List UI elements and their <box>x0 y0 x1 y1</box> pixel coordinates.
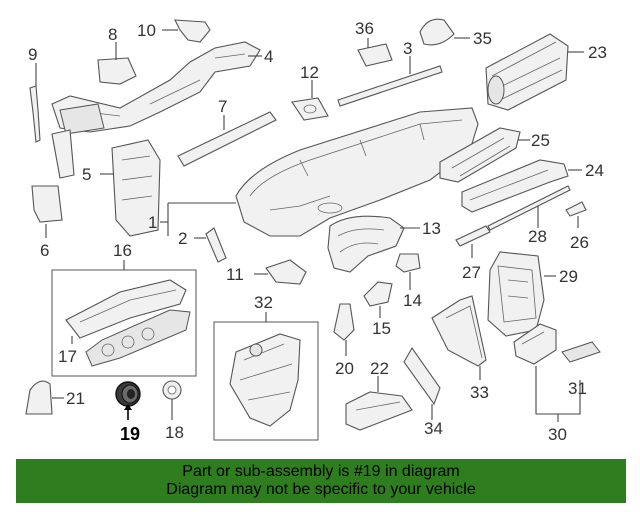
part-6-bracket: 6 <box>31 185 63 260</box>
callout-4: 4 <box>264 47 273 66</box>
part-3-strip: 3 <box>337 39 443 107</box>
callout-7: 7 <box>218 97 227 116</box>
callout-12: 12 <box>300 63 319 82</box>
group-32-box: 32 <box>213 293 319 441</box>
callout-30: 30 <box>548 425 567 444</box>
callout-3: 3 <box>403 39 412 58</box>
part-24-vent: 24 <box>461 159 604 213</box>
callout-14: 14 <box>403 291 422 310</box>
part-28-strip: 28 <box>487 185 571 246</box>
callout-27: 27 <box>462 263 481 282</box>
part-20-clip: 20 <box>333 303 355 378</box>
part-8-bracket: 8 <box>97 25 137 85</box>
callout-21: 21 <box>66 389 85 408</box>
callout-33: 33 <box>470 383 489 402</box>
callout-10: 10 <box>137 21 156 40</box>
callout-29: 29 <box>559 267 578 286</box>
callout-17: 17 <box>58 347 77 366</box>
callout-5: 5 <box>82 165 91 184</box>
callout-2: 2 <box>178 229 187 248</box>
callout-32: 32 <box>254 293 273 312</box>
part-22-panel: 22 <box>345 359 413 431</box>
group-16-box: 16 17 <box>51 241 197 377</box>
part-21-cover: 21 <box>25 380 85 415</box>
parts-diagram: 9 10 8 4 5 6 7 <box>25 18 607 444</box>
part-14-clip: 14 <box>395 253 422 310</box>
callout-15: 15 <box>372 319 391 338</box>
part-13-bezel: 13 <box>327 215 441 273</box>
banner-line-2: Diagram may not be specific to your vehi… <box>166 481 476 498</box>
callout-19: 19 <box>120 424 140 444</box>
part-10-clip: 10 <box>137 19 211 43</box>
part-35-cover: 35 <box>419 18 492 48</box>
part-33-side-panel: 33 <box>431 295 489 402</box>
part-34-trim: 34 <box>403 346 443 438</box>
part-12-pad: 12 <box>291 63 329 121</box>
part-7-rail: 7 <box>177 97 277 167</box>
callout-23: 23 <box>588 43 607 62</box>
part-2-trim: 2 <box>178 227 227 263</box>
part-15-clip: 15 <box>363 281 393 338</box>
callout-18: 18 <box>165 423 184 442</box>
callout-34: 34 <box>424 419 443 438</box>
callout-26: 26 <box>570 233 589 252</box>
part-23-airbag-module: 23 <box>485 33 607 111</box>
callout-25: 25 <box>531 131 550 150</box>
part-9-bracket: 9 <box>28 45 41 143</box>
banner-line-1: Part or sub-assembly is #19 in diagram <box>182 463 460 480</box>
part-36-clip: 36 <box>355 19 393 67</box>
part-30-group: 30 31 <box>513 323 601 444</box>
callout-8: 8 <box>108 25 117 44</box>
callout-1: 1 <box>148 213 157 232</box>
callout-36: 36 <box>355 19 374 38</box>
callout-24: 24 <box>585 161 604 180</box>
callout-9: 9 <box>28 45 37 64</box>
callout-13: 13 <box>422 219 441 238</box>
callout-6: 6 <box>40 241 49 260</box>
callout-35: 35 <box>473 29 492 48</box>
part-11-clip: 11 <box>226 259 307 285</box>
callout-16: 16 <box>113 241 132 260</box>
callout-22: 22 <box>370 359 389 378</box>
part-5-center-support: 5 <box>82 139 161 237</box>
part-1-dashboard: 1 <box>148 107 479 237</box>
part-18-ring: 18 <box>162 380 184 442</box>
part-19-highlighted: 19 <box>115 381 141 444</box>
part-25-duct: 25 <box>439 127 550 183</box>
callout-20: 20 <box>335 359 354 378</box>
part-27-clip: 27 <box>455 225 491 282</box>
callout-28: 28 <box>528 227 547 246</box>
part-26-cap: 26 <box>565 201 589 252</box>
part-4-crossbeam: 4 <box>51 41 273 179</box>
callout-31: 31 <box>568 379 587 398</box>
info-banner: Part or sub-assembly is #19 in diagram D… <box>16 459 626 503</box>
part-29-storage-box: 29 <box>487 251 578 337</box>
callout-11: 11 <box>226 265 244 284</box>
